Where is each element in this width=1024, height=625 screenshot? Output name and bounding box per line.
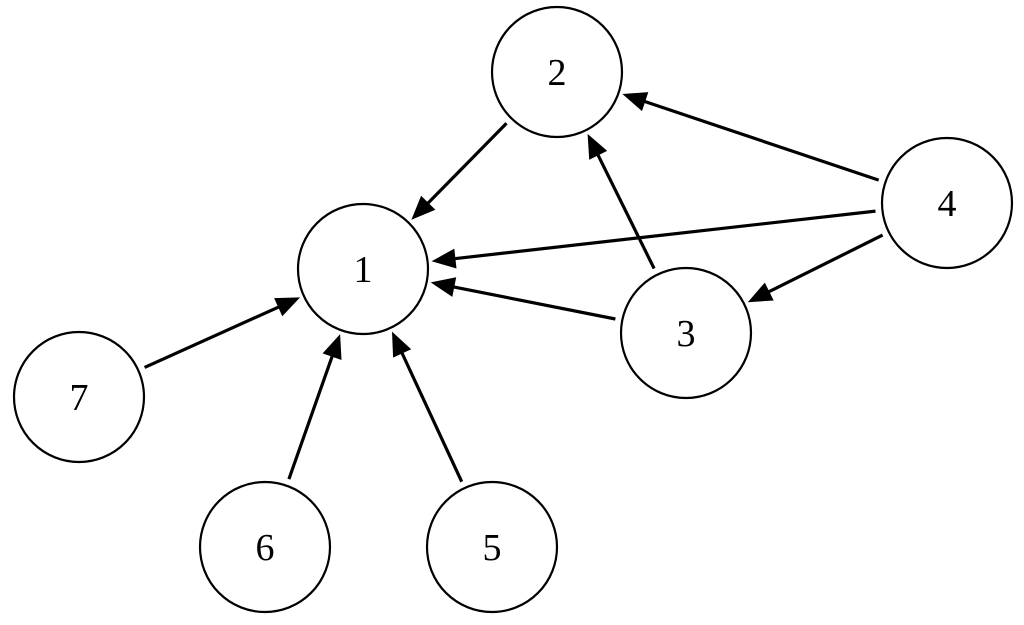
node-1-circle: [296, 202, 430, 336]
edge-5-to-1: [392, 331, 464, 483]
node-7-label: 7: [70, 377, 89, 419]
nodes-layer: 1 2 3 4 5 6 7: [12, 5, 1014, 614]
edge-7-to-1: [143, 297, 301, 369]
node-2: 2: [490, 5, 624, 139]
arrowhead: [430, 277, 457, 297]
node-4-circle: [880, 136, 1014, 270]
edge-3-to-2: [587, 133, 656, 270]
node-6-label: 6: [256, 527, 275, 569]
node-5-circle: [425, 480, 559, 614]
edge-line: [642, 99, 880, 182]
node-4: 4: [880, 136, 1014, 270]
node-5: 5: [425, 480, 559, 614]
arrowhead: [587, 133, 608, 160]
arrowhead: [431, 248, 457, 269]
edge-line: [595, 152, 656, 270]
node-5-label: 5: [483, 527, 502, 569]
edge-4-to-3: [747, 233, 884, 303]
node-2-label: 2: [548, 52, 567, 94]
node-6: 6: [198, 480, 332, 614]
edge-line: [399, 350, 464, 483]
edge-3-to-1: [430, 277, 616, 321]
edge-line: [766, 233, 884, 294]
arrowhead: [274, 297, 301, 317]
edge-line: [451, 285, 616, 321]
arrowhead: [411, 195, 436, 220]
arrowhead: [747, 282, 774, 303]
node-3: 3: [619, 266, 753, 400]
node-7-circle: [12, 330, 146, 464]
edge-line: [143, 304, 281, 369]
node-4-label: 4: [938, 183, 957, 225]
arrowhead: [392, 331, 412, 358]
edge-2-to-1: [411, 122, 508, 220]
edge-line: [425, 122, 508, 206]
node-7: 7: [12, 330, 146, 464]
edge-6-to-1: [287, 334, 342, 480]
arrowhead: [322, 334, 342, 360]
edge-line: [453, 209, 876, 261]
node-2-circle: [490, 5, 624, 139]
edge-line: [287, 354, 335, 480]
edge-4-to-2: [622, 92, 880, 182]
edges-layer: [143, 92, 884, 483]
edge-4-to-1: [431, 209, 876, 269]
node-3-circle: [619, 266, 753, 400]
node-1-label: 1: [354, 249, 373, 291]
node-1: 1: [296, 202, 430, 336]
node-6-circle: [198, 480, 332, 614]
node-3-label: 3: [677, 313, 696, 355]
arrowhead: [622, 92, 649, 112]
